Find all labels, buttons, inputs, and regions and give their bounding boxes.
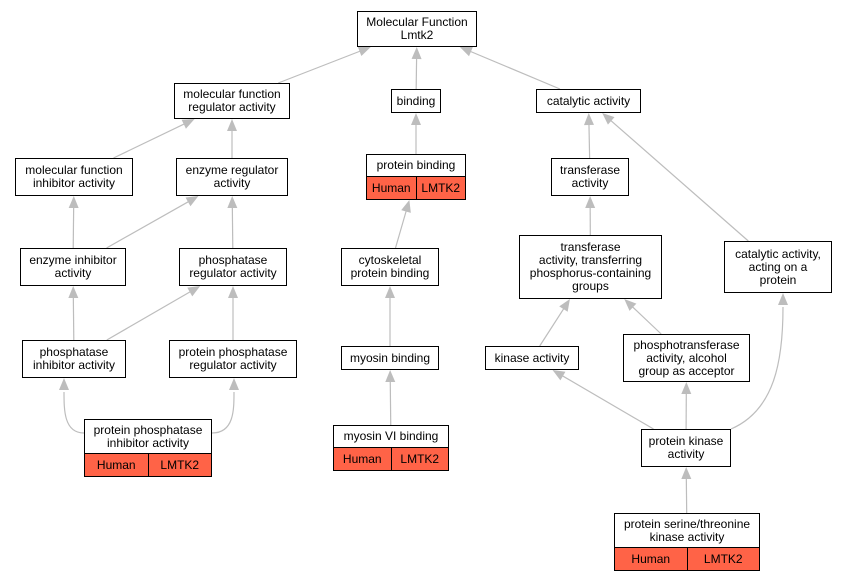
species-tag: Human: [367, 177, 416, 199]
edge-arrowhead: [559, 299, 570, 312]
gene-tag: LMTK2: [686, 548, 759, 570]
edge-arrowhead: [681, 382, 692, 395]
edge-arrowhead: [411, 47, 422, 60]
go-term-node[interactable]: protein phosphatase regulator activity: [169, 340, 297, 378]
go-term-node[interactable]: phosphatase inhibitor activity: [22, 340, 126, 378]
edge-line: [211, 391, 235, 434]
go-term-label: kinase activity: [494, 350, 570, 365]
edge-arrowhead: [552, 370, 566, 381]
go-term-node[interactable]: binding: [391, 89, 441, 113]
go-term-node[interactable]: myosin binding: [341, 346, 439, 370]
go-term-label: myosin VI binding: [343, 429, 439, 443]
edge-line: [468, 50, 561, 90]
species-tag: Human: [85, 454, 148, 476]
go-term-label: binding: [396, 93, 436, 108]
edge-arrowhead: [385, 370, 396, 383]
edge-line: [394, 209, 408, 249]
edge-line: [113, 122, 186, 159]
edge-arrowhead: [778, 293, 788, 305]
go-term-label: protein serine/threonine kinase activity: [623, 516, 751, 544]
go-term-label: molecular function regulator activity: [183, 87, 281, 114]
go-term-node[interactable]: phosphotransferase activity, alcohol gro…: [623, 334, 750, 382]
edge-line: [539, 307, 566, 347]
edge-line: [631, 305, 662, 335]
go-term-node[interactable]: cytoskeletal protein binding: [341, 248, 439, 286]
species-tag: Human: [334, 448, 391, 470]
edge-arrowhead: [68, 286, 79, 299]
edge-arrowhead: [411, 113, 421, 125]
edge-arrowhead: [401, 200, 411, 213]
edge-arrowhead: [68, 196, 79, 209]
species-tag: Human: [615, 548, 687, 570]
edge-arrowhead: [681, 467, 692, 480]
go-term-label: protein phosphatase regulator activity: [178, 345, 288, 372]
edge-line: [389, 379, 392, 426]
go-term-node[interactable]: catalytic activity, acting on a protein: [724, 241, 832, 293]
edge-arrowhead: [385, 286, 395, 298]
edge-arrowhead: [602, 113, 615, 125]
edge-arrowhead: [227, 196, 238, 209]
go-term-node[interactable]: protein serine/threonine kinase activity…: [614, 513, 760, 571]
go-term-label: transferase activity, transferring phosp…: [529, 240, 652, 293]
go-term-label: protein binding: [376, 158, 456, 172]
edge-arrowhead: [357, 46, 371, 57]
edge-line: [278, 50, 362, 84]
go-term-label: molecular function inhibitor activity: [25, 163, 123, 190]
go-term-node[interactable]: transferase activity, transferring phosp…: [519, 235, 662, 299]
edge-arrowhead: [229, 378, 239, 390]
edge-arrowhead: [228, 286, 238, 298]
edge-line: [63, 391, 85, 434]
go-term-label: enzyme inhibitor activity: [29, 253, 117, 280]
go-term-node[interactable]: catalytic activity: [536, 89, 641, 113]
go-term-label: myosin binding: [349, 350, 431, 365]
edge-arrowhead: [181, 119, 195, 129]
go-term-label: phosphatase inhibitor activity: [32, 345, 116, 372]
edge-line: [730, 306, 784, 430]
go-term-node[interactable]: phosphatase regulator activity: [179, 248, 287, 286]
go-term-label: protein kinase activity: [648, 434, 724, 461]
edge-line: [609, 119, 749, 242]
edge-line: [588, 122, 591, 159]
go-term-node[interactable]: enzyme inhibitor activity: [20, 248, 126, 286]
go-term-label: cytoskeletal protein binding: [350, 253, 430, 280]
gene-tag: LMTK2: [390, 448, 448, 470]
go-term-label: Molecular Function Lmtk2: [366, 15, 468, 42]
go-term-label: phosphatase regulator activity: [189, 253, 277, 280]
go-term-node[interactable]: molecular function regulator activity: [174, 83, 290, 119]
go-term-label: protein phosphatase inhibitor activity: [93, 422, 203, 450]
gene-tag: LMTK2: [415, 177, 465, 199]
edge-arrowhead: [624, 299, 637, 311]
go-term-node[interactable]: transferase activity: [551, 158, 629, 196]
edge-arrowhead: [583, 113, 594, 126]
go-term-node[interactable]: Molecular Function Lmtk2: [357, 11, 477, 47]
go-term-label: catalytic activity: [546, 93, 631, 108]
go-term-node[interactable]: protein kinase activity: [641, 429, 731, 467]
go-term-label: transferase activity: [559, 163, 621, 190]
go-term-node[interactable]: enzyme regulator activity: [176, 158, 288, 196]
edge-arrowhead: [227, 119, 237, 131]
edge-arrowhead: [459, 47, 473, 57]
edge-line: [106, 200, 191, 249]
edge-arrowhead: [585, 196, 596, 209]
go-term-node[interactable]: kinase activity: [485, 346, 579, 370]
gene-tag: LMTK2: [147, 454, 211, 476]
go-term-label: enzyme regulator activity: [185, 163, 279, 190]
edge-arrowhead: [185, 196, 199, 207]
edge-arrowhead: [59, 378, 69, 390]
edge-arrowhead: [187, 286, 201, 297]
edge-line: [560, 374, 654, 430]
edge-line: [106, 290, 192, 341]
go-term-node[interactable]: molecular function inhibitor activity: [15, 158, 133, 196]
go-term-label: catalytic activity, acting on a protein: [735, 246, 821, 287]
go-term-label: phosphotransferase activity, alcohol gro…: [633, 337, 740, 378]
